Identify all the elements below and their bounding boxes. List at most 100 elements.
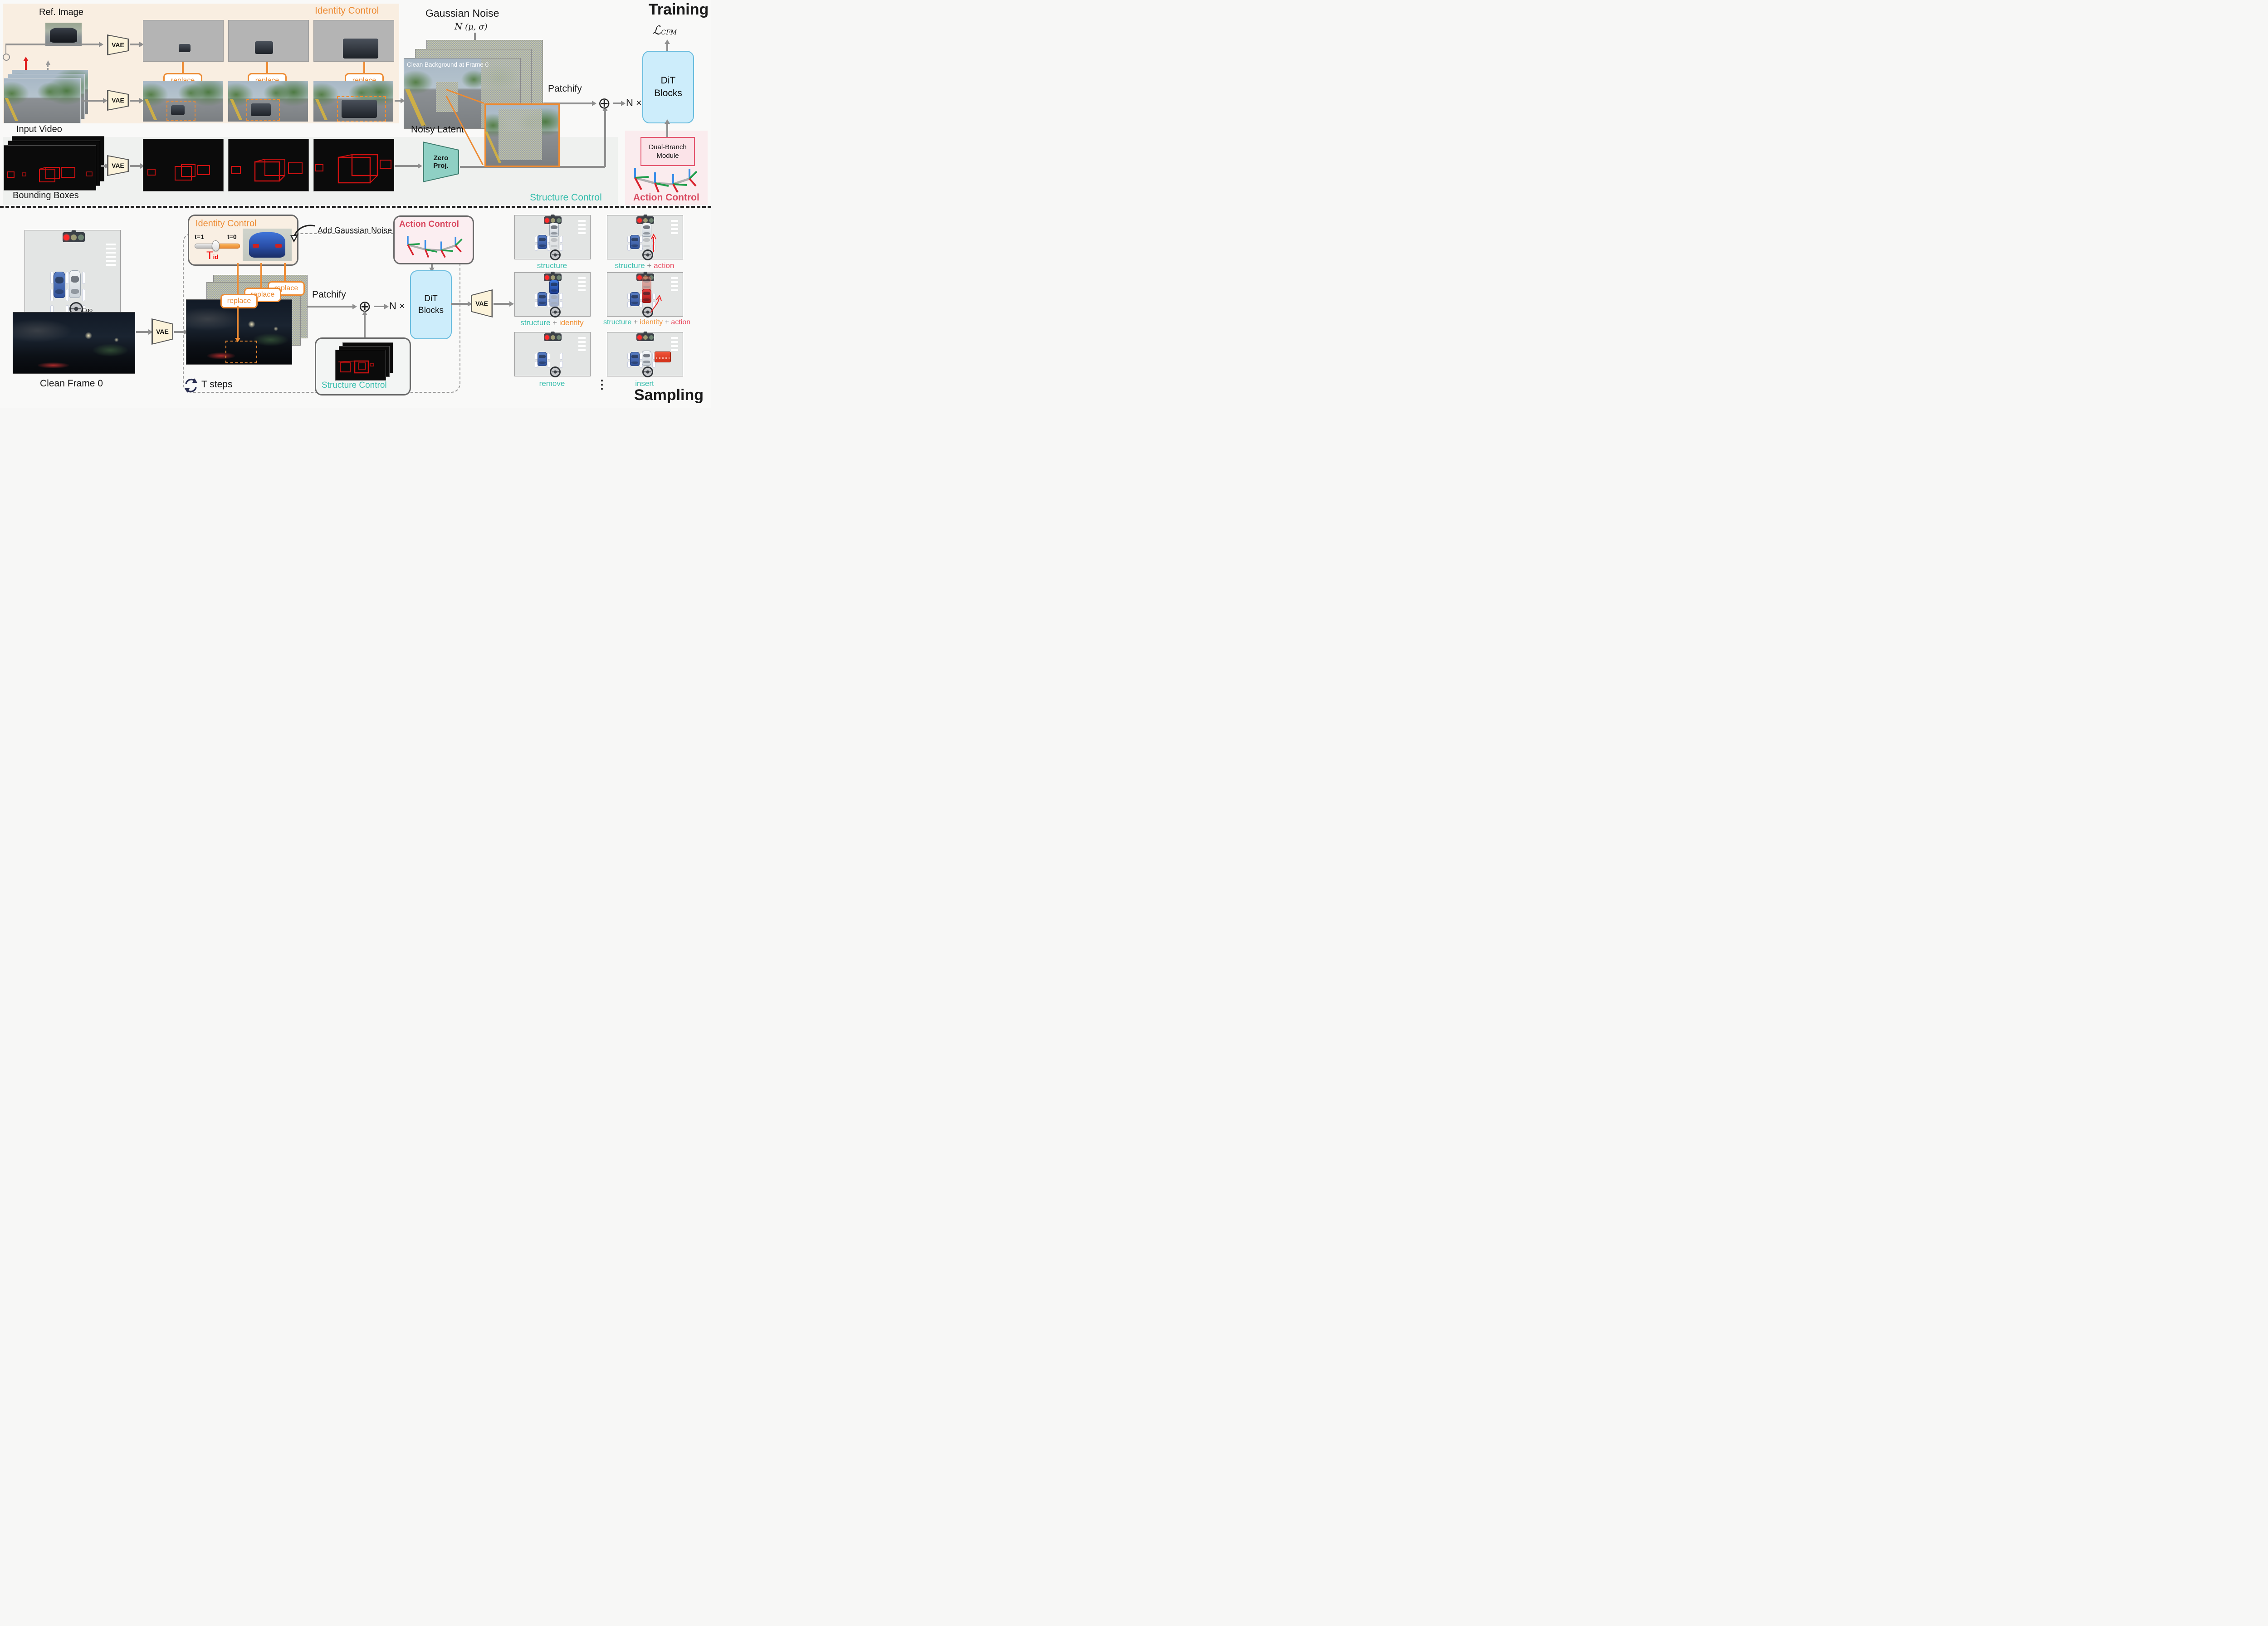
action-trajectory-icon-sampling [407, 236, 463, 258]
vae-encoder-video: VAE [107, 90, 129, 111]
structure-control-box: Structure Control [315, 337, 411, 396]
ref-latent-frame-2 [228, 20, 309, 62]
identity-control-box: Identity Control t=1 t=0 Tid [188, 215, 298, 266]
loss-label: ℒCFM [652, 24, 677, 38]
identity-control-title-sampling: Identity Control [196, 219, 257, 229]
arrow-frames-to-noisy [395, 100, 401, 102]
taillight-left [253, 244, 259, 248]
result-label-structure: structure [537, 261, 567, 270]
crosswalk-icon [106, 244, 116, 268]
noise-args: (μ, σ) [465, 22, 488, 32]
result-label-structure-action: structure + action [615, 261, 675, 270]
gaussian-noise-formula: N (μ, σ) [455, 21, 488, 32]
structure-control-title-sampling: Structure Control [322, 381, 387, 390]
tid-label: Tid [206, 249, 219, 262]
result-panel-structure [514, 215, 591, 260]
curved-noise-arrow-icon [290, 225, 315, 243]
ref-image-thumbnail [45, 23, 82, 46]
patchify-label: Patchify [548, 83, 582, 94]
patchify-label-sampling: Patchify [312, 289, 346, 300]
arrow-vae-bbox-out [130, 165, 141, 167]
traffic-light-icon [63, 232, 85, 242]
zero-proj-line2: Proj. [433, 162, 449, 170]
replace-line-1 [237, 263, 239, 294]
switch-pivot-icon [3, 54, 10, 61]
identity-control-title: Identity Control [315, 5, 379, 16]
dit-line1-sampling: DiT [424, 294, 438, 304]
bounding-boxes-label: Bounding Boxes [13, 190, 79, 200]
dit-blocks-box: DiT Blocks [642, 51, 694, 123]
lane-dash [50, 272, 54, 284]
ref-latent-frame-1 [143, 20, 224, 62]
dit-line2-sampling: Blocks [418, 306, 444, 315]
lane-dash [50, 289, 54, 301]
zero-proj-box: Zero Proj. [423, 142, 459, 182]
replace-line-2 [260, 263, 262, 288]
t-steps-loop-icon [185, 378, 197, 393]
vae-encoder-frame0: VAE [152, 318, 173, 345]
result-panel-remove [514, 332, 591, 377]
arrow-structure-to-plus [604, 111, 606, 167]
n-times-label: N × [626, 97, 642, 108]
arrow-frame0-to-vae [136, 331, 149, 333]
diagram-canvas: Ref. Image Identity Control Input Video … [0, 0, 711, 408]
bbox-latent-frame-3 [313, 139, 394, 191]
ellipsis-more-results: ⋮ [596, 377, 608, 391]
clean-background-label: Clean Background at Frame 0 [407, 61, 489, 68]
arrow-plus-to-n-sampling [374, 306, 385, 307]
training-section-label: Training [649, 1, 709, 18]
arrow-plus-to-n [613, 103, 621, 104]
bbox-latent-frame-1 [143, 139, 224, 191]
vae-encoder-ref: VAE [107, 34, 129, 55]
ref-latent-frame-3 [313, 20, 394, 62]
dual-branch-line1: Dual-Branch [649, 143, 687, 151]
replace-arrow-s1 [237, 306, 239, 338]
arrow-dit-to-vae [451, 303, 468, 305]
ego-label: Ego [82, 307, 93, 313]
video-frame-1 [143, 81, 223, 122]
bbox-wireframe-icon [7, 167, 93, 182]
arrow-action-to-dit [431, 262, 433, 268]
lane-dash [66, 272, 69, 284]
action-control-title-sampling: Action Control [399, 220, 459, 229]
taillight-right [275, 244, 282, 248]
lane-dash [82, 289, 85, 301]
top-down-layout-panel: Ego [24, 230, 121, 319]
identity-ref-car-image [243, 229, 292, 261]
video-frame-3 [313, 81, 393, 122]
result-panel-structure-identity [514, 272, 591, 317]
action-trajectory-icon [634, 168, 698, 193]
arrow-dit-to-loss [666, 44, 668, 51]
result-label-structure-identity-action: structure + identity + action [603, 318, 691, 326]
sampling-section-label: Sampling [634, 386, 704, 404]
clean-frame0-label: Clean Frame 0 [40, 378, 103, 389]
ref-image-label: Ref. Image [39, 7, 83, 17]
dual-branch-line2: Module [656, 152, 679, 160]
result-label-remove: remove [539, 379, 565, 388]
n-times-label-sampling: N × [389, 300, 405, 312]
arrow-noise-down [474, 33, 476, 44]
clean-frame0-image [13, 312, 135, 374]
lane-dash [82, 272, 85, 284]
lane-dash [66, 289, 69, 301]
tid-slider-knob [212, 240, 220, 251]
action-control-box: Action Control [393, 215, 474, 264]
arrow-vae-frame0-out [174, 331, 184, 333]
arrow-bbox-to-vae [101, 165, 105, 167]
result-panel-structure-action [607, 215, 683, 260]
dit-line2: Blocks [654, 88, 682, 98]
white-car-icon [69, 270, 81, 298]
dit-line1: DiT [660, 75, 676, 86]
sampling-frame0-image [186, 299, 292, 365]
plus-circle-icon: ⊕ [598, 94, 611, 112]
noisy-frame-front: Clean Background at Frame 0 [404, 58, 521, 129]
result-panel-structure-identity-action [607, 272, 683, 317]
noisy-latent-label: Noisy Latent [411, 124, 464, 135]
t0-label: t=0 [227, 233, 237, 240]
add-gaussian-noise-label: Add Gaussian Noise [318, 226, 392, 235]
dual-branch-module-box: Dual-Branch Module [640, 137, 695, 166]
t-steps-label: T steps [201, 379, 233, 390]
zero-proj-line1: Zero [433, 154, 449, 162]
barrier-icon [655, 352, 671, 362]
training-sampling-divider [0, 206, 711, 208]
